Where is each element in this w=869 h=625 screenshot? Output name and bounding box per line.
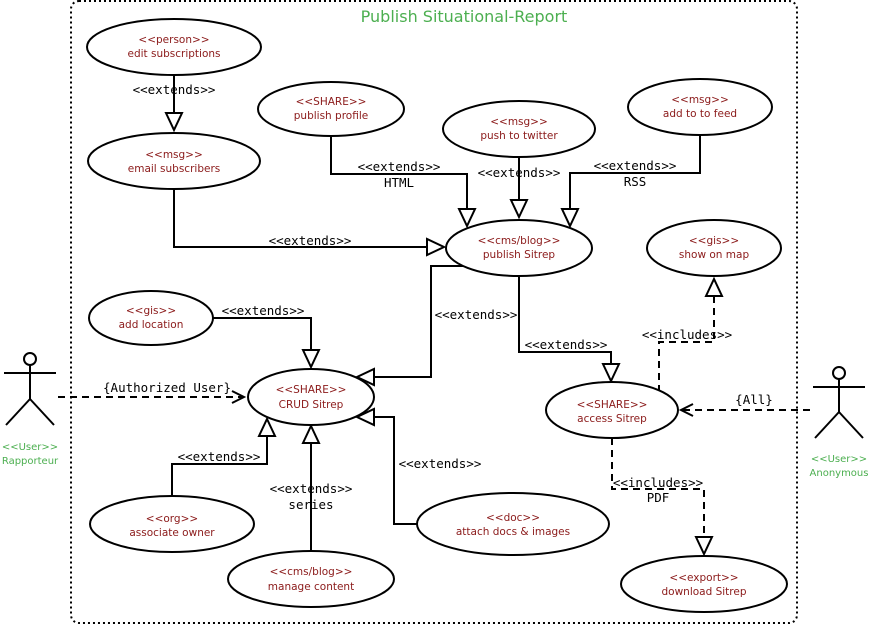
use-case-add-location[interactable]: <<gis>> add location — [88, 290, 214, 346]
use-case-stereotype: <<SHARE>> — [577, 399, 648, 411]
use-case-show-on-map[interactable]: <<gis>> show on map — [646, 219, 782, 277]
use-case-name: download Sitrep — [661, 586, 746, 598]
use-case-stereotype: <<org>> — [146, 513, 198, 525]
edge-label: <<includes>> — [642, 327, 732, 342]
actor-stick-figure-icon — [813, 366, 865, 439]
edge-attach-to-crud: <<extends>> — [354, 407, 482, 525]
edge-anonymous-to-access: {All} — [678, 392, 810, 417]
edge-manage-to-crud: <<extends>> series — [270, 423, 353, 552]
use-case-name: associate owner — [129, 527, 215, 539]
use-case-download-sitrep[interactable]: <<export>> download Sitrep — [620, 555, 788, 613]
use-case-stereotype: <<doc>> — [486, 512, 540, 524]
use-case-name: publish Sitrep — [483, 249, 556, 261]
use-case-stereotype: <<SHARE>> — [296, 96, 367, 108]
edge-publish-to-crud: <<extends>> — [354, 265, 518, 387]
actor-stereotype: <<User>> — [811, 454, 867, 465]
edge-location-to-crud: <<extends>> — [213, 303, 321, 370]
use-case-name: show on map — [679, 249, 750, 261]
edge-label: <<extends>> — [399, 456, 482, 471]
use-case-manage-content[interactable]: <<cms/blog>> manage content — [227, 550, 395, 608]
use-case-push-to-twitter[interactable]: <<msg>> push to twitter — [442, 100, 596, 158]
edge-twitter-to-publish: <<extends>> — [478, 157, 561, 220]
use-case-name: email subscribers — [128, 163, 220, 175]
use-case-stereotype: <<msg>> — [671, 94, 729, 106]
edge-label: <<extends>> — [594, 158, 677, 173]
use-case-access-sitrep[interactable]: <<SHARE>> access Sitrep — [545, 381, 679, 439]
edge-label: {Authorized User} — [103, 380, 231, 395]
use-case-stereotype: <<cms/blog>> — [478, 235, 561, 247]
use-case-name: add to to feed — [663, 108, 737, 120]
edge-email-to-publish: <<extends>> — [173, 190, 447, 257]
actor-stereotype: <<User>> — [2, 442, 58, 453]
use-case-stereotype: <<msg>> — [490, 116, 548, 128]
actor-stick-figure-icon — [4, 352, 56, 426]
edge-label: <<extends>> — [435, 307, 518, 322]
use-case-add-to-feed[interactable]: <<msg>> add to to feed — [627, 78, 773, 136]
edge-label-sub: RSS — [624, 174, 647, 189]
use-case-stereotype: <<gis>> — [689, 235, 739, 247]
edge-label: <<extends>> — [133, 82, 216, 97]
use-case-stereotype: <<export>> — [669, 572, 738, 584]
edge-label-sub: PDF — [647, 490, 670, 505]
use-case-stereotype: <<person>> — [138, 34, 209, 46]
use-case-publish-sitrep[interactable]: <<cms/blog>> publish Sitrep — [445, 219, 593, 277]
use-case-name: push to twitter — [480, 130, 558, 142]
edge-feed-to-publish: <<extends>> RSS — [560, 135, 701, 229]
use-case-name: add location — [119, 319, 184, 331]
use-case-stereotype: <<SHARE>> — [276, 384, 347, 396]
edge-label: <<extends>> — [270, 481, 353, 496]
use-case-name: manage content — [268, 581, 354, 593]
use-case-name: CRUD Sitrep — [279, 399, 344, 411]
edge-access-to-map: <<includes>> — [642, 276, 732, 392]
use-case-stereotype: <<gis>> — [126, 305, 176, 317]
use-case-publish-profile[interactable]: <<SHARE>> publish profile — [257, 81, 405, 137]
actor-name: Anonymous — [810, 468, 869, 479]
use-case-name: attach docs & images — [456, 526, 570, 538]
edge-label: {All} — [735, 392, 773, 407]
diagram-title: Publish Situational-Report — [361, 7, 568, 26]
edge-access-to-download: <<includes>> PDF — [611, 438, 714, 557]
system-boundary — [70, 0, 798, 624]
actor-name: Rapporteur — [2, 456, 59, 467]
edge-edit-to-email: <<extends>> — [133, 76, 216, 133]
use-case-associate-owner[interactable]: <<org>> associate owner — [89, 495, 255, 553]
edge-label: <<extends>> — [525, 337, 608, 352]
use-case-name: publish profile — [294, 110, 368, 122]
edge-label: <<extends>> — [269, 233, 352, 248]
edge-owner-to-crud: <<extends>> — [171, 416, 277, 497]
edge-label: <<includes>> — [613, 475, 703, 490]
use-case-crud-sitrep[interactable]: <<SHARE>> CRUD Sitrep — [247, 368, 375, 426]
edge-label: <<extends>> — [478, 165, 561, 180]
edge-label-sub: HTML — [384, 175, 414, 190]
edge-profile-to-publish: <<extends>> HTML — [330, 137, 477, 229]
use-case-stereotype: <<cms/blog>> — [270, 566, 353, 578]
actor-anonymous[interactable]: <<User>> Anonymous — [810, 366, 869, 479]
actor-rapporteur[interactable]: <<User>> Rapporteur — [2, 352, 59, 467]
edge-label: <<extends>> — [178, 449, 261, 464]
edge-publish-to-access: <<extends>> — [518, 276, 621, 384]
edge-label-sub: series — [288, 497, 333, 512]
edge-rapporteur-to-crud: {Authorized User} — [58, 380, 247, 404]
use-case-stereotype: <<msg>> — [145, 149, 203, 161]
edge-label: <<extends>> — [358, 159, 441, 174]
use-case-attach-docs[interactable]: <<doc>> attach docs & images — [416, 492, 610, 556]
use-case-name: edit subscriptions — [127, 48, 220, 60]
use-case-name: access Sitrep — [577, 413, 647, 425]
use-case-edit-subscriptions[interactable]: <<person>> edit subscriptions — [86, 18, 262, 76]
use-case-email-subscribers[interactable]: <<msg>> email subscribers — [87, 132, 261, 190]
edge-label: <<extends>> — [222, 303, 305, 318]
